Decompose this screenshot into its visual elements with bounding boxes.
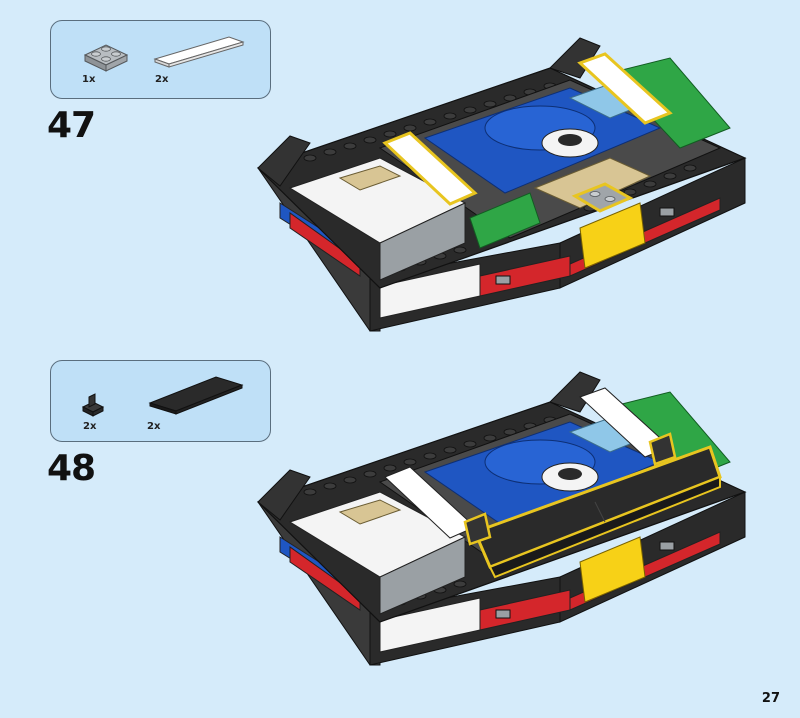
- part-quantity: 2x: [155, 74, 169, 85]
- model-assembly-step-47: [256, 37, 747, 332]
- part-quantity: 1x: [82, 74, 96, 85]
- black-tile-2x6-icon: [148, 376, 244, 415]
- step-number: 47: [47, 105, 96, 146]
- step-number: 48: [47, 448, 96, 489]
- part-quantity: 2x: [83, 421, 97, 432]
- light-gray-plate-2x2-icon: [83, 44, 129, 72]
- white-tile-1x6-icon: [153, 36, 245, 68]
- black-bracket-1x1-icon: [81, 393, 105, 417]
- part-quantity: 2x: [147, 421, 161, 432]
- model-assembly-step-48: [256, 371, 747, 666]
- page-number: 27: [761, 691, 780, 706]
- parts-callout-step-47: 1x 2x: [50, 20, 271, 99]
- parts-callout-step-48: 2x 2x: [50, 360, 271, 442]
